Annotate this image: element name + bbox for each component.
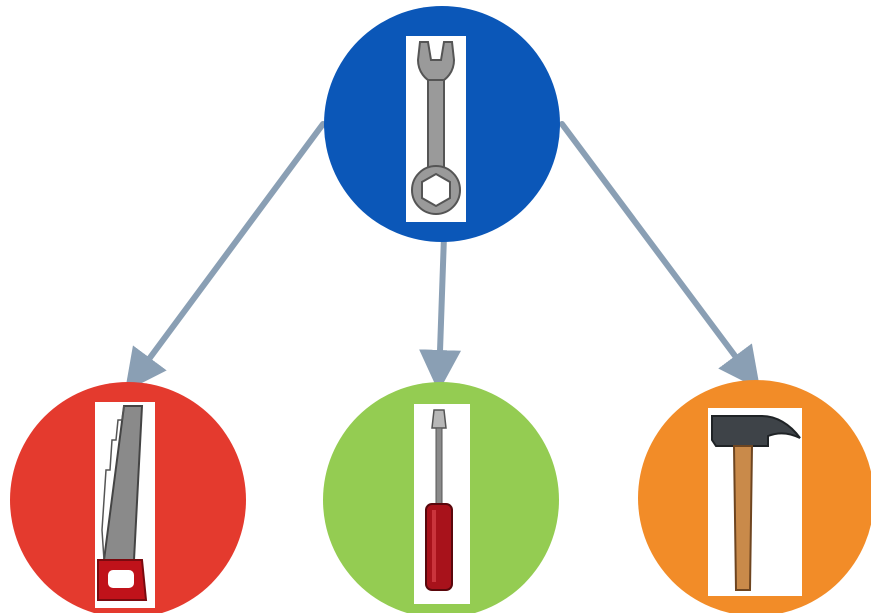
hammer-icon — [711, 415, 801, 591]
connectors — [124, 121, 761, 392]
wrench-icon — [411, 41, 461, 215]
child-node-saw — [10, 382, 246, 613]
arrow-root-to-middle — [419, 233, 462, 392]
saw-icon — [97, 405, 148, 601]
screwdriver-icon — [425, 409, 453, 591]
child-node-hammer — [638, 380, 871, 613]
root-node — [324, 6, 560, 242]
arrow-root-to-left — [124, 121, 326, 392]
arrow-root-to-right — [559, 121, 761, 390]
child-node-screwdriver — [323, 382, 559, 613]
